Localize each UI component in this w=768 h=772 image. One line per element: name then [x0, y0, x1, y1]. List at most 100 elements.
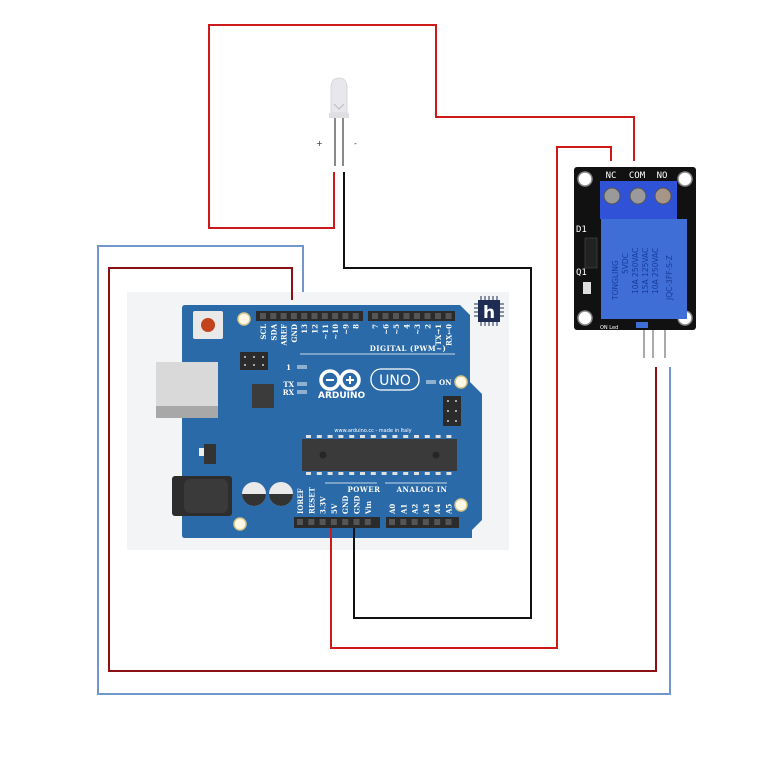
icsp-header	[240, 352, 268, 370]
power-pin-socket[interactable]	[364, 519, 371, 525]
chip-pin	[316, 435, 322, 438]
wire-relay-to-3v3[interactable]	[330, 146, 612, 649]
chip-pin	[316, 472, 322, 475]
arduino-logo	[319, 369, 361, 391]
digital-header-label: DIGITAL (PWM~)	[370, 344, 447, 353]
diode-label: D1	[576, 225, 587, 235]
power-pin-socket[interactable]	[297, 519, 303, 525]
relay-body	[601, 219, 687, 319]
digital-pin-socket[interactable]	[290, 313, 297, 319]
digital-pin-label: 7	[371, 324, 380, 329]
power-pin-label: IOREF	[296, 488, 305, 514]
wire-relay-power[interactable]	[97, 245, 671, 695]
digital-pin-socket[interactable]	[403, 313, 410, 319]
digital-pin-label: ~10	[331, 324, 340, 340]
power-pin-socket[interactable]	[353, 519, 360, 525]
power-pin-socket[interactable]	[319, 519, 326, 525]
power-pin-socket[interactable]	[342, 519, 349, 525]
led-label-l: 1	[286, 363, 291, 372]
relay-module: NC COM NO TONGLING 5VDC 10A 250VAC 15A 1…	[574, 167, 696, 358]
screw-terminal-nc[interactable]	[603, 187, 621, 205]
analog-pin-socket[interactable]	[411, 519, 418, 525]
digital-pin-socket[interactable]	[270, 313, 277, 319]
relay-text-line: 10A 250VAC	[631, 248, 640, 294]
chip-pin	[435, 435, 441, 438]
mounting-hole	[577, 171, 593, 187]
digital-pin-socket[interactable]	[321, 313, 328, 319]
chip-pin	[435, 472, 441, 475]
power-header	[294, 517, 380, 528]
chip-pin	[360, 435, 365, 438]
wire-relay-signal[interactable]	[108, 267, 657, 672]
led-component[interactable]: + -	[316, 77, 357, 166]
website-text: www.arduino.cc - made in Italy	[334, 428, 411, 434]
chip-pin	[327, 472, 333, 475]
chip-pin	[306, 435, 311, 438]
digital-pin-label: AREF	[280, 324, 289, 347]
analog-pin-socket[interactable]	[434, 519, 441, 525]
digital-pin-socket[interactable]	[280, 313, 287, 319]
digital-pin-socket[interactable]	[352, 313, 359, 319]
led-label-tx: TX	[283, 380, 294, 389]
wire-led-cathode-to-gnd[interactable]	[343, 172, 532, 619]
digital-pin-socket[interactable]	[424, 313, 431, 319]
digital-pin-socket[interactable]	[414, 313, 420, 319]
terminal-label-com: COM	[629, 171, 646, 181]
chip-pin	[349, 472, 355, 475]
analog-pin-socket[interactable]	[389, 519, 395, 525]
digital-pin-socket[interactable]	[301, 313, 308, 319]
analog-pin-label: A0	[388, 504, 397, 515]
chip-pin	[424, 472, 430, 475]
led-label-on: ON	[439, 378, 452, 387]
digital-pin-label: 4	[403, 324, 412, 329]
power-pin-socket[interactable]	[330, 519, 337, 525]
digital-header-right	[368, 311, 455, 321]
capacitor	[269, 482, 293, 506]
analog-pin-label: A5	[445, 504, 454, 515]
digital-pin-socket[interactable]	[260, 313, 266, 319]
led-cathode-label: -	[354, 139, 357, 148]
usb-chip	[252, 384, 274, 408]
analog-pin-socket[interactable]	[445, 519, 452, 525]
analog-header-label: ANALOG IN	[396, 485, 448, 494]
wires	[97, 24, 671, 695]
reset-button-cap	[201, 318, 215, 332]
analog-pin-label: A3	[422, 504, 431, 515]
arduino-logo-text: ARDUINO	[318, 391, 366, 401]
chip-pin	[360, 472, 365, 475]
power-pin-label: RESET	[307, 486, 316, 514]
on-led-label: ON Led	[600, 325, 618, 331]
digital-pin-socket[interactable]	[342, 313, 349, 319]
mounting-hole	[577, 310, 593, 326]
relay-brand: TONGLING	[611, 260, 620, 301]
digital-pin-label: ~9	[341, 324, 350, 335]
relay-text-line: 5VDC	[621, 253, 630, 274]
analog-pin-socket[interactable]	[422, 519, 429, 525]
digital-pin-label: ~11	[321, 324, 330, 340]
digital-pin-socket[interactable]	[372, 313, 378, 319]
mounting-hole	[454, 498, 468, 512]
digital-pin-label: 2	[424, 324, 433, 329]
power-pin-socket[interactable]	[308, 519, 315, 525]
analog-header	[386, 517, 459, 528]
digital-pin-socket[interactable]	[382, 313, 389, 319]
chip-pin	[446, 435, 452, 438]
chip-pin	[392, 472, 398, 475]
screw-terminal-com[interactable]	[629, 187, 647, 205]
digital-pin-socket[interactable]	[311, 313, 318, 319]
digital-pin-socket[interactable]	[445, 313, 452, 319]
digital-pin-socket[interactable]	[393, 313, 399, 319]
digital-pin-label: ~6	[382, 324, 391, 335]
chip-pin	[349, 435, 355, 438]
analog-pin-socket[interactable]	[400, 519, 407, 525]
screw-terminal-no[interactable]	[654, 187, 672, 205]
digital-pin-label: SDA	[269, 323, 278, 340]
digital-pin-socket[interactable]	[332, 313, 339, 319]
chip-logo-letter: h	[483, 303, 495, 323]
power-pin-label: GND	[341, 496, 350, 514]
digital-pin-socket[interactable]	[435, 313, 441, 319]
analog-pin-label: A1	[399, 504, 408, 515]
mounting-hole	[233, 517, 247, 531]
wire-led-anode-to-com[interactable]	[208, 24, 635, 229]
